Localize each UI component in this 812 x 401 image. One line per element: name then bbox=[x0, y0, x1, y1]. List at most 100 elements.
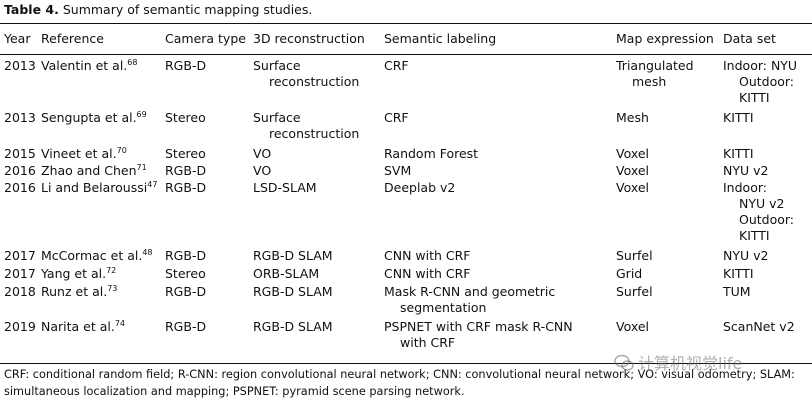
cell-3d-reconstruction-line: RGB-D SLAM bbox=[253, 319, 333, 334]
table-footnote: CRF: conditional random field; R-CNN: re… bbox=[4, 368, 795, 398]
cell-3d-reconstruction-line: reconstruction bbox=[269, 126, 360, 141]
cell-3d-reconstruction-line: Surface bbox=[253, 58, 301, 73]
cell-semantic-labeling-line: segmentation bbox=[400, 300, 487, 315]
watermark: 计算机视觉life bbox=[614, 350, 742, 374]
cell-data-set-line: KITTI bbox=[723, 110, 754, 125]
header-data-set: Data set bbox=[723, 31, 776, 46]
cell-map-expression-line: Grid bbox=[616, 266, 643, 281]
cell-data-set-line: KITTI bbox=[739, 90, 770, 105]
cell-semantic-labeling-line: CNN with CRF bbox=[384, 266, 471, 281]
cell-map-expression-line: Surfel bbox=[616, 248, 653, 263]
cell-data-set: KITTI bbox=[723, 266, 754, 282]
cell-3d-reconstruction: ORB-SLAM bbox=[253, 266, 319, 282]
cell-map-expression-line: mesh bbox=[632, 74, 667, 89]
cell-camera-type: RGB-D bbox=[165, 180, 207, 195]
cell-map-expression: Surfel bbox=[616, 248, 653, 264]
cell-reference: Li and Belaroussi47 bbox=[41, 180, 157, 196]
cell-year: 2016 bbox=[4, 180, 36, 195]
cell-semantic-labeling-line: SVM bbox=[384, 163, 412, 178]
citation-number: 47 bbox=[147, 180, 158, 189]
cell-camera-type: RGB-D bbox=[165, 248, 207, 263]
cell-reference: McCormac et al.48 bbox=[41, 248, 153, 264]
cell-year: 2016 bbox=[4, 163, 36, 178]
cell-map-expression: Voxel bbox=[616, 163, 649, 179]
cell-data-set: NYU v2 bbox=[723, 248, 768, 264]
cell-data-set-line: NYU v2 bbox=[723, 163, 769, 178]
header-semantic-labeling: Semantic labeling bbox=[384, 31, 497, 46]
reference-text: McCormac et al. bbox=[41, 248, 143, 263]
header-reference: Reference bbox=[41, 31, 104, 46]
cell-semantic-labeling-line: CRF bbox=[384, 110, 409, 125]
citation-number: 68 bbox=[127, 58, 138, 67]
citation-number: 74 bbox=[114, 319, 126, 328]
cell-semantic-labeling-line: with CRF bbox=[400, 335, 456, 350]
cell-data-set-line: TUM bbox=[723, 284, 751, 299]
cell-semantic-labeling: SVM bbox=[384, 163, 411, 179]
cell-3d-reconstruction: RGB-D SLAM bbox=[253, 248, 333, 264]
cell-data-set-line: Indoor: bbox=[723, 180, 767, 195]
cell-semantic-labeling-line: Deeplab v2 bbox=[384, 180, 456, 195]
bottom-rule bbox=[0, 363, 812, 365]
reference-text: Zhao and Chen bbox=[41, 163, 137, 178]
cell-year: 2019 bbox=[4, 319, 36, 334]
cell-3d-reconstruction-line: LSD-SLAM bbox=[253, 180, 317, 195]
cell-semantic-labeling: CNN with CRF bbox=[384, 266, 471, 282]
cell-data-set-line: Outdoor: bbox=[739, 74, 795, 89]
cell-data-set-line: ScanNet v2 bbox=[723, 319, 795, 334]
reference-text: Yang et al. bbox=[41, 266, 107, 281]
reference-text: Sengupta et al. bbox=[41, 110, 137, 125]
cell-semantic-labeling-line: CNN with CRF bbox=[384, 248, 471, 263]
cell-map-expression-line: Voxel bbox=[616, 163, 650, 178]
citation-number: 71 bbox=[136, 163, 147, 172]
header-year: Year bbox=[4, 31, 31, 46]
cell-map-expression-line: Triangulated bbox=[616, 58, 694, 73]
cell-data-set-line: KITTI bbox=[723, 266, 754, 281]
citation-number: 73 bbox=[107, 284, 118, 293]
cell-reference: Zhao and Chen71 bbox=[41, 163, 147, 179]
cell-map-expression: Mesh bbox=[616, 110, 649, 126]
cell-map-expression: Voxel bbox=[616, 146, 649, 162]
cell-map-expression: Voxel bbox=[616, 319, 649, 335]
header-rule bbox=[0, 54, 812, 55]
cell-data-set-line: Indoor: NYU bbox=[723, 58, 798, 73]
header-3d-reconstruction: 3D reconstruction bbox=[253, 31, 365, 46]
cell-map-expression: Surfel bbox=[616, 284, 653, 300]
cell-data-set: KITTI bbox=[723, 146, 754, 162]
cell-3d-reconstruction: RGB-D SLAM bbox=[253, 319, 333, 335]
cell-semantic-labeling-line: CRF bbox=[384, 58, 409, 73]
cell-map-expression-line: Voxel bbox=[616, 146, 650, 161]
citation-number: 69 bbox=[136, 110, 147, 119]
caption-text: Summary of semantic mapping studies. bbox=[58, 2, 313, 17]
reference-text: Vineet et al. bbox=[41, 146, 117, 161]
cell-3d-reconstruction-line: RGB-D SLAM bbox=[253, 248, 333, 263]
cell-3d-reconstruction: RGB-D SLAM bbox=[253, 284, 333, 300]
cell-semantic-labeling-line: Random Forest bbox=[384, 146, 479, 161]
cell-map-expression-line: Voxel bbox=[616, 180, 650, 195]
cell-semantic-labeling: CNN with CRF bbox=[384, 248, 471, 264]
cell-3d-reconstruction: VO bbox=[253, 146, 271, 162]
cell-camera-type: Stereo bbox=[165, 266, 206, 281]
reference-text: Valentin et al. bbox=[41, 58, 128, 73]
cell-year: 2013 bbox=[4, 110, 36, 125]
citation-number: 48 bbox=[142, 248, 153, 257]
cell-data-set-line: KITTI bbox=[723, 146, 754, 161]
header-camera-type: Camera type bbox=[165, 31, 246, 46]
cell-data-set: ScanNet v2 bbox=[723, 319, 795, 335]
cell-3d-reconstruction-line: RGB-D SLAM bbox=[253, 284, 333, 299]
cell-data-set-line: NYU v2 bbox=[723, 248, 769, 263]
cell-semantic-labeling-line: Mask R-CNN and geometric bbox=[384, 284, 556, 299]
top-rule bbox=[0, 23, 812, 25]
chat-bubble-icon bbox=[614, 354, 634, 371]
cell-camera-type: RGB-D bbox=[165, 163, 207, 178]
cell-3d-reconstruction: VO bbox=[253, 163, 271, 179]
cell-year: 2013 bbox=[4, 58, 36, 73]
cell-reference: Vineet et al.70 bbox=[41, 146, 127, 162]
cell-3d-reconstruction-line: ORB-SLAM bbox=[253, 266, 320, 281]
table-caption: Table 4. Summary of semantic mapping stu… bbox=[4, 2, 312, 17]
cell-semantic-labeling: Random Forest bbox=[384, 146, 478, 162]
cell-data-set: NYU v2 bbox=[723, 163, 768, 179]
